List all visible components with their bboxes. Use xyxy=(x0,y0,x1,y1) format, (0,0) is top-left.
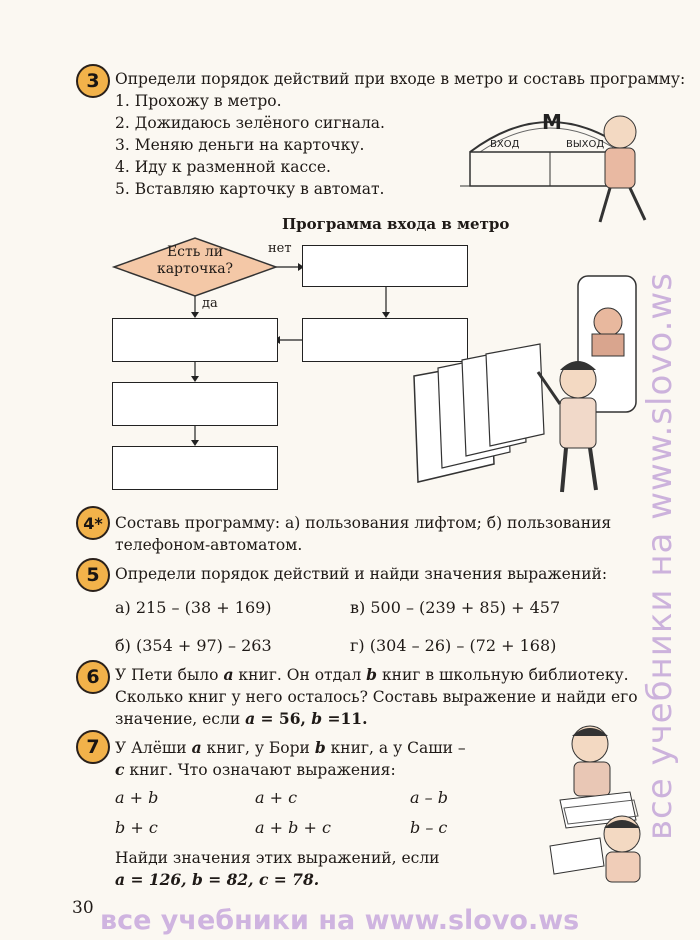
decision-text-line-2: карточка? xyxy=(156,261,234,277)
task-5-expression-a: а) 215 – (38 + 169) xyxy=(115,598,272,617)
task-5-text: Определи порядок действий и найди значен… xyxy=(115,565,608,583)
task-7-expression-2: a + c xyxy=(255,788,298,807)
bottom-watermark: все учебники на www.slovo.ws xyxy=(100,905,580,936)
flowchart-box-yes-2 xyxy=(112,382,278,426)
task-3-step-2: 2. Дожидаюсь зелёного сигнала. xyxy=(115,114,385,132)
task-5-expression-g: г) (304 – 26) – (72 + 168) xyxy=(350,636,557,655)
task-6-line-2: Сколько книг у него осталось? Составь вы… xyxy=(115,688,638,706)
flowchart-diagram xyxy=(111,237,390,446)
page-number: 30 xyxy=(72,898,94,918)
task-7-find-text: Найди значения этих выражений, если xyxy=(115,849,440,867)
decision-text-line-1: Есть ли xyxy=(166,244,224,260)
task-3-step-5: 5. Вставляю карточку в автомат. xyxy=(115,180,385,198)
task-7-expression-6: b – c xyxy=(410,818,448,837)
metro-entrance-illustration: M ВХОД ВЫХОД xyxy=(460,110,647,223)
task-5-expression-b: б) (354 + 97) – 263 xyxy=(115,636,272,655)
task-7-values: a = 126, b = 82, c = 78. xyxy=(115,870,320,889)
task-7-expression-1: a + b xyxy=(115,788,159,807)
flowchart-title: Программа входа в метро xyxy=(282,215,510,233)
task-5-number-badge: 5 xyxy=(76,558,110,592)
task-3-step-3: 3. Меняю деньги на карточку. xyxy=(115,136,365,154)
task-7-line-2: c книг. Что означают выражения: xyxy=(115,760,396,779)
task-7-number-badge: 7 xyxy=(76,730,110,764)
metro-logo-text: M xyxy=(542,110,562,134)
task-6-line-1: У Пети было a книг. Он отдал b книг в шк… xyxy=(115,665,629,684)
task-7-expression-4: b + c xyxy=(115,818,158,837)
flowchart-box-no-branch xyxy=(302,245,468,287)
children-reading-illustration xyxy=(549,725,641,883)
flowchart-box-yes-3 xyxy=(112,446,278,490)
task-3-intro: Определи порядок действий при входе в ме… xyxy=(115,70,686,88)
metro-entrance-label: ВХОД xyxy=(490,139,520,150)
task-3-number-badge: 3 xyxy=(76,64,110,98)
task-3-step-4: 4. Иду к разменной кассе. xyxy=(115,158,331,176)
flowchart-decision: Есть ли карточка? xyxy=(100,244,290,278)
flowchart-box-no-branch-2 xyxy=(302,318,468,362)
task-4-number-badge: 4* xyxy=(76,506,110,540)
flowchart-no-label: нет xyxy=(268,241,292,256)
task-4-line-2: телефоном-автоматом. xyxy=(115,536,303,554)
flowchart-yes-label: да xyxy=(202,296,218,311)
task-7-line-1: У Алёши a книг, у Бори b книг, а у Саши … xyxy=(115,738,466,757)
metro-exit-label: ВЫХОД xyxy=(566,139,604,150)
task-5-expression-v: в) 500 – (239 + 85) + 457 xyxy=(350,598,561,617)
flowchart-box-yes-1 xyxy=(112,318,278,362)
task-7-expression-3: a – b xyxy=(410,788,448,807)
task-4-line-1: Составь программу: а) пользования лифтом… xyxy=(115,514,612,532)
task-6-line-3: значение, если a = 56, b =11. xyxy=(115,709,368,728)
task-3-step-1: 1. Прохожу в метро. xyxy=(115,92,282,110)
task-7-expression-5: a + b + c xyxy=(255,818,331,837)
task-6-number-badge: 6 xyxy=(76,660,110,694)
turnstile-boy-illustration xyxy=(413,275,637,493)
